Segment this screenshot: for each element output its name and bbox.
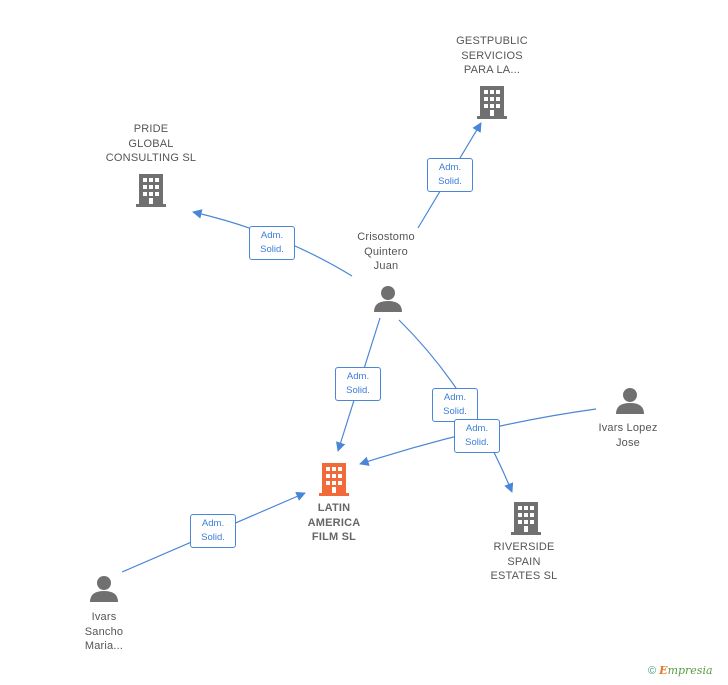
person-icon[interactable] bbox=[90, 576, 118, 602]
edge-badge-line: Solid. bbox=[465, 437, 489, 448]
node-label-latin-america[interactable]: LATIN AMERICA FILM SL bbox=[284, 501, 384, 545]
node-label-pride[interactable]: PRIDE GLOBAL CONSULTING SL bbox=[96, 122, 206, 166]
node-label-gestpublic[interactable]: GESTPUBLIC SERVICIOS PARA LA... bbox=[440, 34, 544, 78]
node-label-line: PARA LA... bbox=[463, 64, 521, 76]
node-label-line: ESTATES SL bbox=[490, 570, 558, 582]
node-label-line: SERVICIOS bbox=[461, 49, 523, 62]
node-label-line: GESTPUBLIC bbox=[456, 35, 528, 47]
edge-badge-line: Adm. bbox=[443, 392, 467, 403]
edge-badge-line: Adm. bbox=[201, 518, 225, 529]
node-label-line: Ivars Lopez bbox=[598, 422, 658, 434]
brand-initial: E bbox=[659, 664, 668, 677]
building-icon[interactable] bbox=[136, 174, 166, 207]
building-icon[interactable] bbox=[511, 502, 541, 535]
node-label-crisostomo[interactable]: Crisostomo Quintero Juan bbox=[336, 230, 436, 274]
node-label-line: Quintero bbox=[364, 245, 408, 258]
edge-badge-crisostomo-gestpublic[interactable]: Adm. Solid. bbox=[427, 158, 473, 192]
node-label-line: CONSULTING SL bbox=[105, 152, 197, 164]
node-label-line: PRIDE bbox=[133, 123, 169, 135]
edge-badge-ivarslopez-latin[interactable]: Adm. Solid. bbox=[454, 419, 500, 453]
node-label-line: Ivars bbox=[91, 611, 117, 623]
node-label-line: RIVERSIDE bbox=[493, 541, 555, 553]
node-label-line: Jose bbox=[615, 436, 641, 449]
copyright-symbol: © bbox=[648, 665, 657, 677]
building-icon-main[interactable] bbox=[319, 463, 349, 496]
edge-badge-line: Solid. bbox=[438, 176, 462, 187]
edge-badge-crisostomo-latin[interactable]: Adm. Solid. bbox=[335, 367, 381, 401]
node-label-line: SPAIN bbox=[507, 555, 541, 568]
person-icon[interactable] bbox=[616, 388, 644, 414]
node-label-ivars-sancho[interactable]: Ivars Sancho Maria... bbox=[56, 610, 152, 654]
edge-badge-crisostomo-pride[interactable]: Adm. Solid. bbox=[249, 226, 295, 260]
empresia-logo[interactable]: Empresia bbox=[659, 664, 712, 677]
edge-badge-line: Adm. bbox=[346, 371, 370, 382]
edge-badge-line: Solid. bbox=[346, 385, 370, 396]
brand-rest: mpresia bbox=[667, 664, 713, 677]
node-label-line: Crisostomo bbox=[357, 231, 415, 243]
edge-badge-ivarssancho-latin[interactable]: Adm. Solid. bbox=[190, 514, 236, 548]
edge-badge-line: Solid. bbox=[443, 406, 467, 417]
edge-badge-line: Solid. bbox=[201, 532, 225, 543]
node-label-riverside[interactable]: RIVERSIDE SPAIN ESTATES SL bbox=[474, 540, 574, 584]
edge-badge-line: Adm. bbox=[465, 423, 489, 434]
node-label-line: GLOBAL bbox=[128, 137, 174, 150]
footer-credit: © Empresia bbox=[648, 664, 713, 677]
building-icon[interactable] bbox=[477, 86, 507, 119]
node-label-line: Sancho bbox=[84, 625, 124, 638]
node-label-line: FILM SL bbox=[311, 531, 357, 543]
person-icon[interactable] bbox=[374, 286, 402, 312]
node-label-line: AMERICA bbox=[307, 516, 361, 529]
node-label-line: Juan bbox=[373, 260, 399, 272]
edge-badge-crisostomo-riverside[interactable]: Adm. Solid. bbox=[432, 388, 478, 422]
edge-badge-line: Solid. bbox=[260, 244, 284, 255]
edge-badge-line: Adm. bbox=[260, 230, 284, 241]
node-label-ivars-lopez[interactable]: Ivars Lopez Jose bbox=[580, 421, 676, 450]
edge-badge-line: Adm. bbox=[438, 162, 462, 173]
node-label-line: Maria... bbox=[84, 640, 124, 652]
node-label-line: LATIN bbox=[317, 502, 351, 514]
